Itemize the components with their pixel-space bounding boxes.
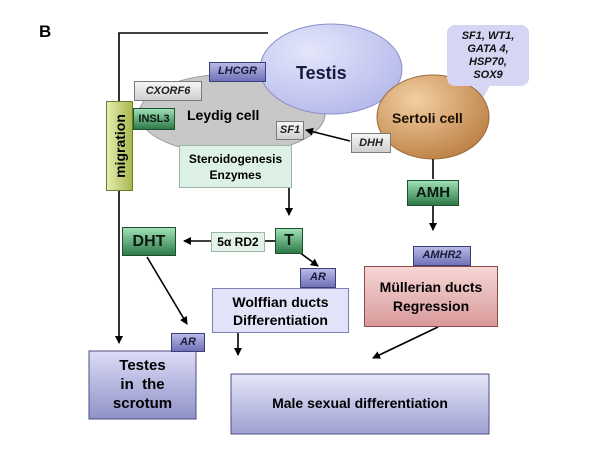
connector-mullerian-to-male xyxy=(372,326,439,359)
amhr2-box: AMHR2 xyxy=(413,246,471,266)
ar-wolffian-box: AR xyxy=(300,268,336,288)
male-sexual-differentiation-box xyxy=(230,373,490,435)
wolffian-line2: Differentiation xyxy=(233,312,328,328)
sertoli-gene-line: GATA 4, xyxy=(467,43,509,55)
sertoli-gene-line: SF1, WT1, xyxy=(461,30,515,42)
5a-rd2-box: 5α RD2 xyxy=(211,232,265,252)
testes-line1: Testes xyxy=(119,357,166,374)
amh-box: AMH xyxy=(407,180,459,206)
migration-label: migration xyxy=(112,114,128,178)
dhh-box: DHH xyxy=(351,133,391,153)
testes-in-scrotum-text: Testes in the scrotum xyxy=(89,351,196,419)
connector-dhh-to-sf1 xyxy=(305,127,351,142)
mullerian-ducts-box: Müllerian ducts Regression xyxy=(364,266,498,327)
mullerian-line1: Müllerian ducts xyxy=(379,279,483,295)
lhcgr-box: LHCGR xyxy=(209,62,266,82)
connector-migration-loop xyxy=(115,32,268,344)
sertoli-gene-line: HSP70, xyxy=(469,56,507,68)
testosterone-box: T xyxy=(275,228,303,254)
sertoli-gene-line: SOX9 xyxy=(473,69,503,81)
sertoli-callout-tail xyxy=(470,82,492,98)
sertoli-cell-label: Sertoli cell xyxy=(392,110,463,126)
mullerian-line2: Regression xyxy=(392,298,470,314)
migration-bar: migration xyxy=(106,101,133,191)
cxorf6-box: CXORF6 xyxy=(134,81,202,101)
leydig-cell-label: Leydig cell xyxy=(187,107,260,123)
steroidogenesis-line2: Enzymes xyxy=(209,168,262,182)
dht-box: DHT xyxy=(122,227,176,256)
ar-testes-box: AR xyxy=(171,333,205,352)
testes-line3: scrotum xyxy=(112,395,173,412)
testes-line2: in the xyxy=(120,376,165,393)
male-sexual-differentiation-label: Male sexual differentiation xyxy=(272,395,448,411)
sf1-box: SF1 xyxy=(276,121,304,140)
steroidogenesis-box: Steroidogenesis Enzymes xyxy=(179,145,292,188)
wolffian-ducts-box: Wolffian ducts Differentiation xyxy=(212,288,349,333)
connector-dht-to-ar xyxy=(146,256,188,325)
panel-label: B xyxy=(39,22,52,41)
steroidogenesis-line1: Steroidogenesis xyxy=(188,152,283,166)
wolffian-line1: Wolffian ducts xyxy=(232,294,329,310)
testis-label: Testis xyxy=(296,63,347,83)
connector-t-to-ar xyxy=(298,251,319,267)
testes-in-scrotum-box xyxy=(88,350,197,420)
insl3-box: INSL3 xyxy=(133,108,175,130)
sertoli-genes-callout: SF1, WT1, GATA 4, HSP70, SOX9 xyxy=(447,25,529,86)
